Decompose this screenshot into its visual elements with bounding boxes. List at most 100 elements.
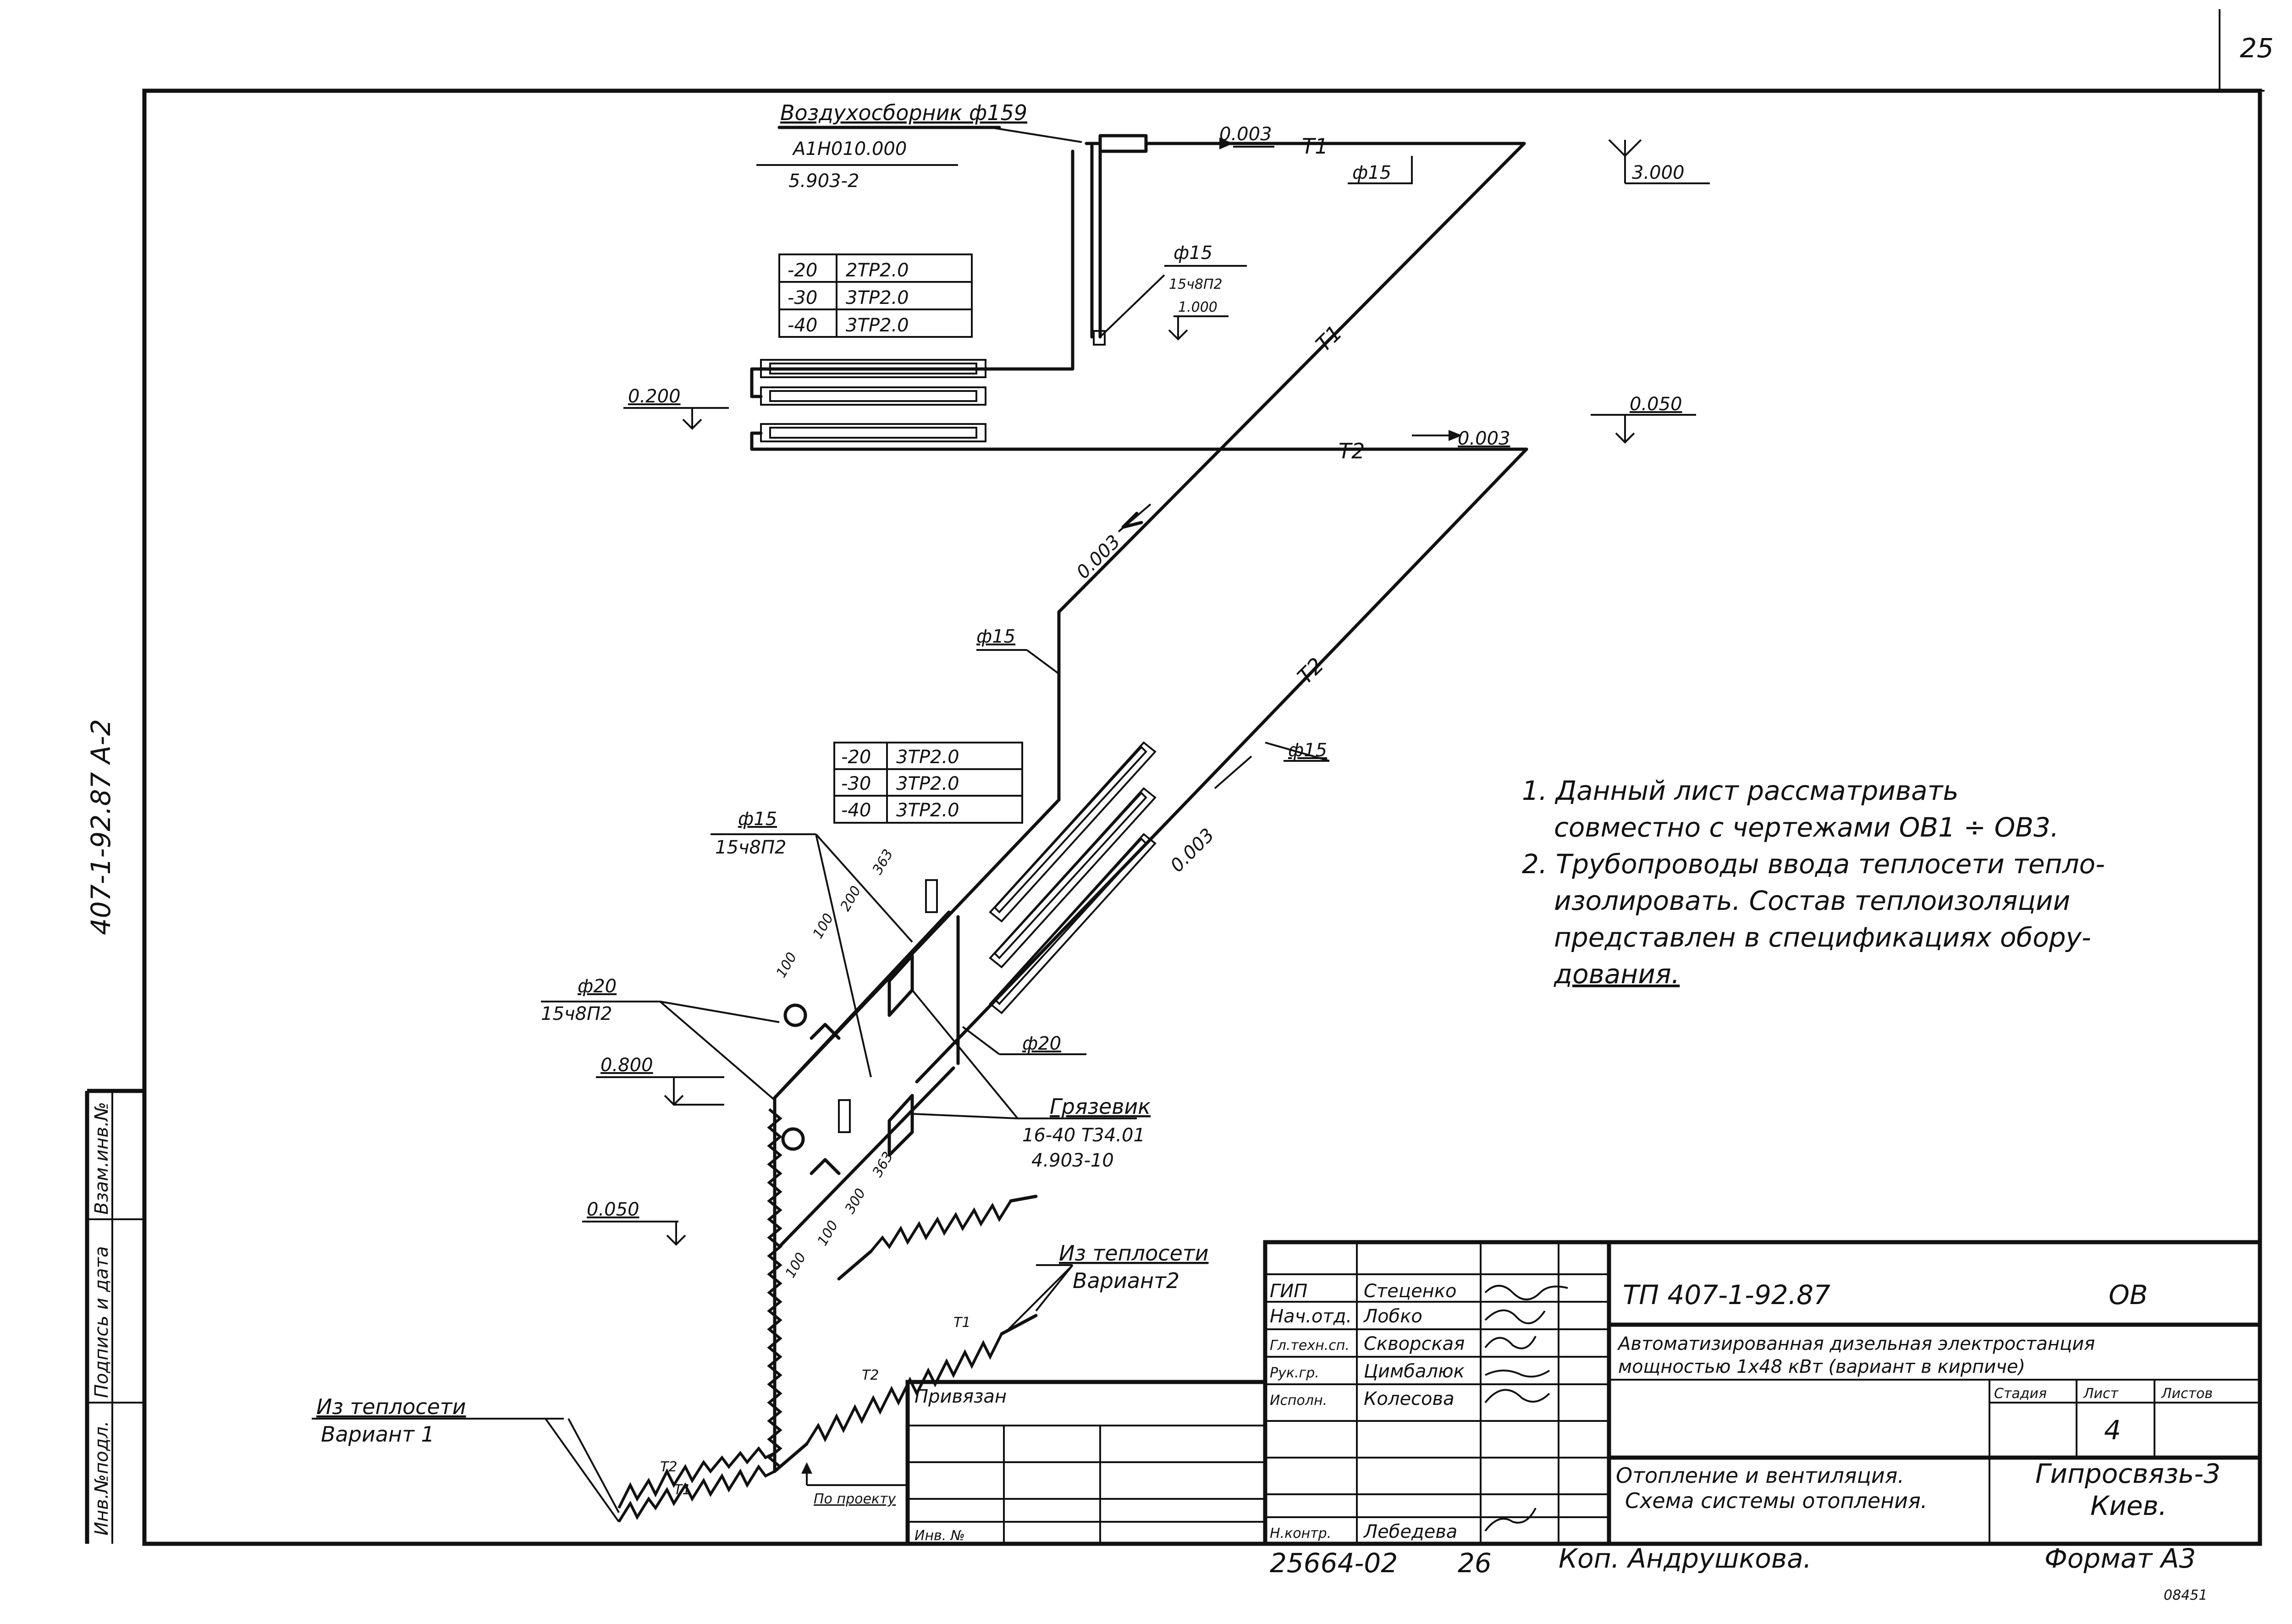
bound-label: Привязан (915, 1386, 1007, 1407)
air-collector-code1: А1Н010.000 (792, 138, 907, 160)
network-variant2-lines (773, 1195, 1038, 1473)
t1-supply-line (773, 142, 1526, 1100)
valve2-code-label: 15ч8П2 (715, 837, 787, 858)
dim-up-1: 100 (773, 950, 800, 980)
dim-up-3: 200 (837, 883, 865, 914)
t2-return-line (915, 447, 1528, 1084)
signatures (1484, 1285, 1568, 1532)
sheet-value: 4 (2104, 1415, 2121, 1446)
heating-unit-assembly (773, 879, 960, 1473)
slope-t2-diag: 0.003 (1167, 825, 1219, 877)
format-label: Формат А3 (2044, 1543, 2196, 1574)
mark-3000-text: 3.000 (1632, 162, 1685, 183)
air-collector-vessel (1098, 134, 1148, 153)
title-block (905, 1240, 2262, 1546)
dim-low-1: 100 (782, 1250, 810, 1281)
rt2-r2-c1: -30 (841, 773, 871, 794)
valve-d15-label: ф15 (1174, 242, 1212, 264)
project-title-2: мощностью 1х48 кВт (вариант в кирпиче) (1618, 1356, 2025, 1377)
bottom-right-mark: 08451 (2164, 1587, 2207, 1603)
rt1-r1-c1: -20 (788, 260, 817, 281)
note-line-2: совместно с чертежами ОВ1 ÷ ОВ3. (1554, 812, 2059, 843)
mark-0050-low-text: 0.050 (587, 1199, 639, 1220)
name-5: Колесова (1364, 1388, 1455, 1409)
valve3-code-label: 15ч8П2 (541, 1003, 612, 1024)
thermometer-upper-icon (925, 879, 938, 913)
role-2: Нач.отд. (1270, 1306, 1352, 1327)
dirt-trap-lower (887, 1094, 914, 1157)
t1-var2-label: Т1 (953, 1315, 970, 1331)
air-collector-code2: 5.903-2 (788, 171, 859, 192)
org-name-1: Гипросвязь-3 (2035, 1458, 2220, 1489)
insulation-riser (767, 1108, 782, 1468)
rt2-r3-c1: -40 (841, 800, 871, 821)
role-3: Гл.техн.сп. (1270, 1338, 1350, 1354)
doc-number: ТП 407-1-92.87 (1623, 1279, 1830, 1310)
role-5: Исполн. (1270, 1393, 1327, 1409)
d15-top-box (1348, 156, 1413, 184)
notes-block: 1. Данный лист рассматривать совместно с… (1522, 775, 2105, 990)
bottom-number: 26 (1458, 1547, 1492, 1579)
name-3: Скворская (1364, 1333, 1465, 1354)
bottom-left-code: 25664-02 (1270, 1547, 1398, 1579)
drawing-title-2: Схема системы отопления. (1625, 1488, 1928, 1513)
air-collector-label: Воздухосборник ф159 (780, 100, 1027, 125)
mark-1000-text: 1.000 (1178, 299, 1218, 315)
t1-lower-label: Т1 (674, 1482, 691, 1498)
rt1-r2-c2: 3ТР2.0 (846, 287, 909, 308)
note-line-4: изолировать. Состав теплоизоляции (1554, 885, 2070, 916)
thermometer-lower-icon (838, 1099, 851, 1133)
variant2-label: Вариант2 (1073, 1268, 1179, 1293)
air-collector-assembly (756, 126, 1526, 371)
d15-right-label: ф15 (1288, 740, 1327, 761)
rt2-r1-c2: 3ТР2.0 (896, 747, 959, 768)
mark-0200-text: 0.200 (628, 386, 681, 407)
dirt-trap-label: Грязевик (1050, 1094, 1151, 1119)
slope-t2-label: 0.003 (1458, 428, 1510, 449)
side-cell-sign: Подпись и дата (91, 1246, 112, 1398)
dirt-trap-code2: 4.903-10 (1031, 1150, 1114, 1171)
side-doc-number: 407-1-92.87 А-2 (85, 719, 116, 935)
rt2-r2-c2: 3ТР2.0 (896, 773, 959, 794)
t2-lower-label: Т2 (660, 1459, 677, 1475)
gauge-upper-icon (783, 1003, 807, 1027)
name-2: Лобко (1363, 1306, 1422, 1327)
dim-up-2: 100 (810, 911, 837, 941)
side-cell-replace: Взам.инв.№ (91, 1102, 112, 1215)
side-cell-inv: Инв.№подл. (91, 1420, 112, 1536)
note-line-5: представлен в спецификациях обору- (1554, 922, 2091, 953)
t2-top-label: Т2 (1339, 439, 1365, 463)
rt1-r3-c2: 3ТР2.0 (846, 315, 909, 336)
drawing-title-1: Отопление и вентиляция. (1616, 1463, 1904, 1488)
role-6: Н.контр. (1270, 1525, 1331, 1541)
copied-by: Коп. Андрушкова. (1559, 1543, 1812, 1574)
sheet-corner-number: 25 (2240, 33, 2274, 64)
dim-up-4: 363 (870, 847, 897, 877)
radiator-table-lower (833, 742, 1023, 824)
valve2-d-label: ф15 (738, 809, 777, 830)
d15-top-label: ф15 (1352, 162, 1391, 183)
slope-diag-label: 0.003 (1073, 531, 1125, 584)
sheets-label: Листов (2161, 1386, 2213, 1402)
mark-0050-low (582, 1221, 686, 1246)
d20-right-label: ф20 (1022, 1033, 1061, 1054)
role-4: Рук.гр. (1270, 1365, 1319, 1381)
rt2-r1-c1: -20 (841, 747, 871, 768)
top-t1-label: Т1 (1302, 134, 1328, 159)
inv-label: Инв. № (915, 1528, 965, 1544)
section-code: ОВ (2109, 1279, 2148, 1310)
rt2-r3-c2: 3ТР2.0 (896, 800, 959, 821)
slope-top: 0.003 (1219, 124, 1272, 145)
dim-low-2: 100 (815, 1218, 842, 1249)
name-4: Цимбалюк (1364, 1361, 1465, 1382)
mark-0800-text: 0.800 (601, 1055, 653, 1076)
radiator-table-top (778, 253, 973, 338)
rt1-r3-c1: -40 (788, 315, 817, 336)
t2-var2-label: Т2 (862, 1367, 879, 1383)
dirt-trap-code1: 16-40 Т34.01 (1022, 1125, 1145, 1146)
dim-low-3: 300 (842, 1186, 869, 1217)
from-network1-label: Из теплосети (316, 1394, 466, 1419)
gauge-lower-icon (781, 1127, 805, 1151)
name-6: Лебедева (1363, 1521, 1457, 1542)
